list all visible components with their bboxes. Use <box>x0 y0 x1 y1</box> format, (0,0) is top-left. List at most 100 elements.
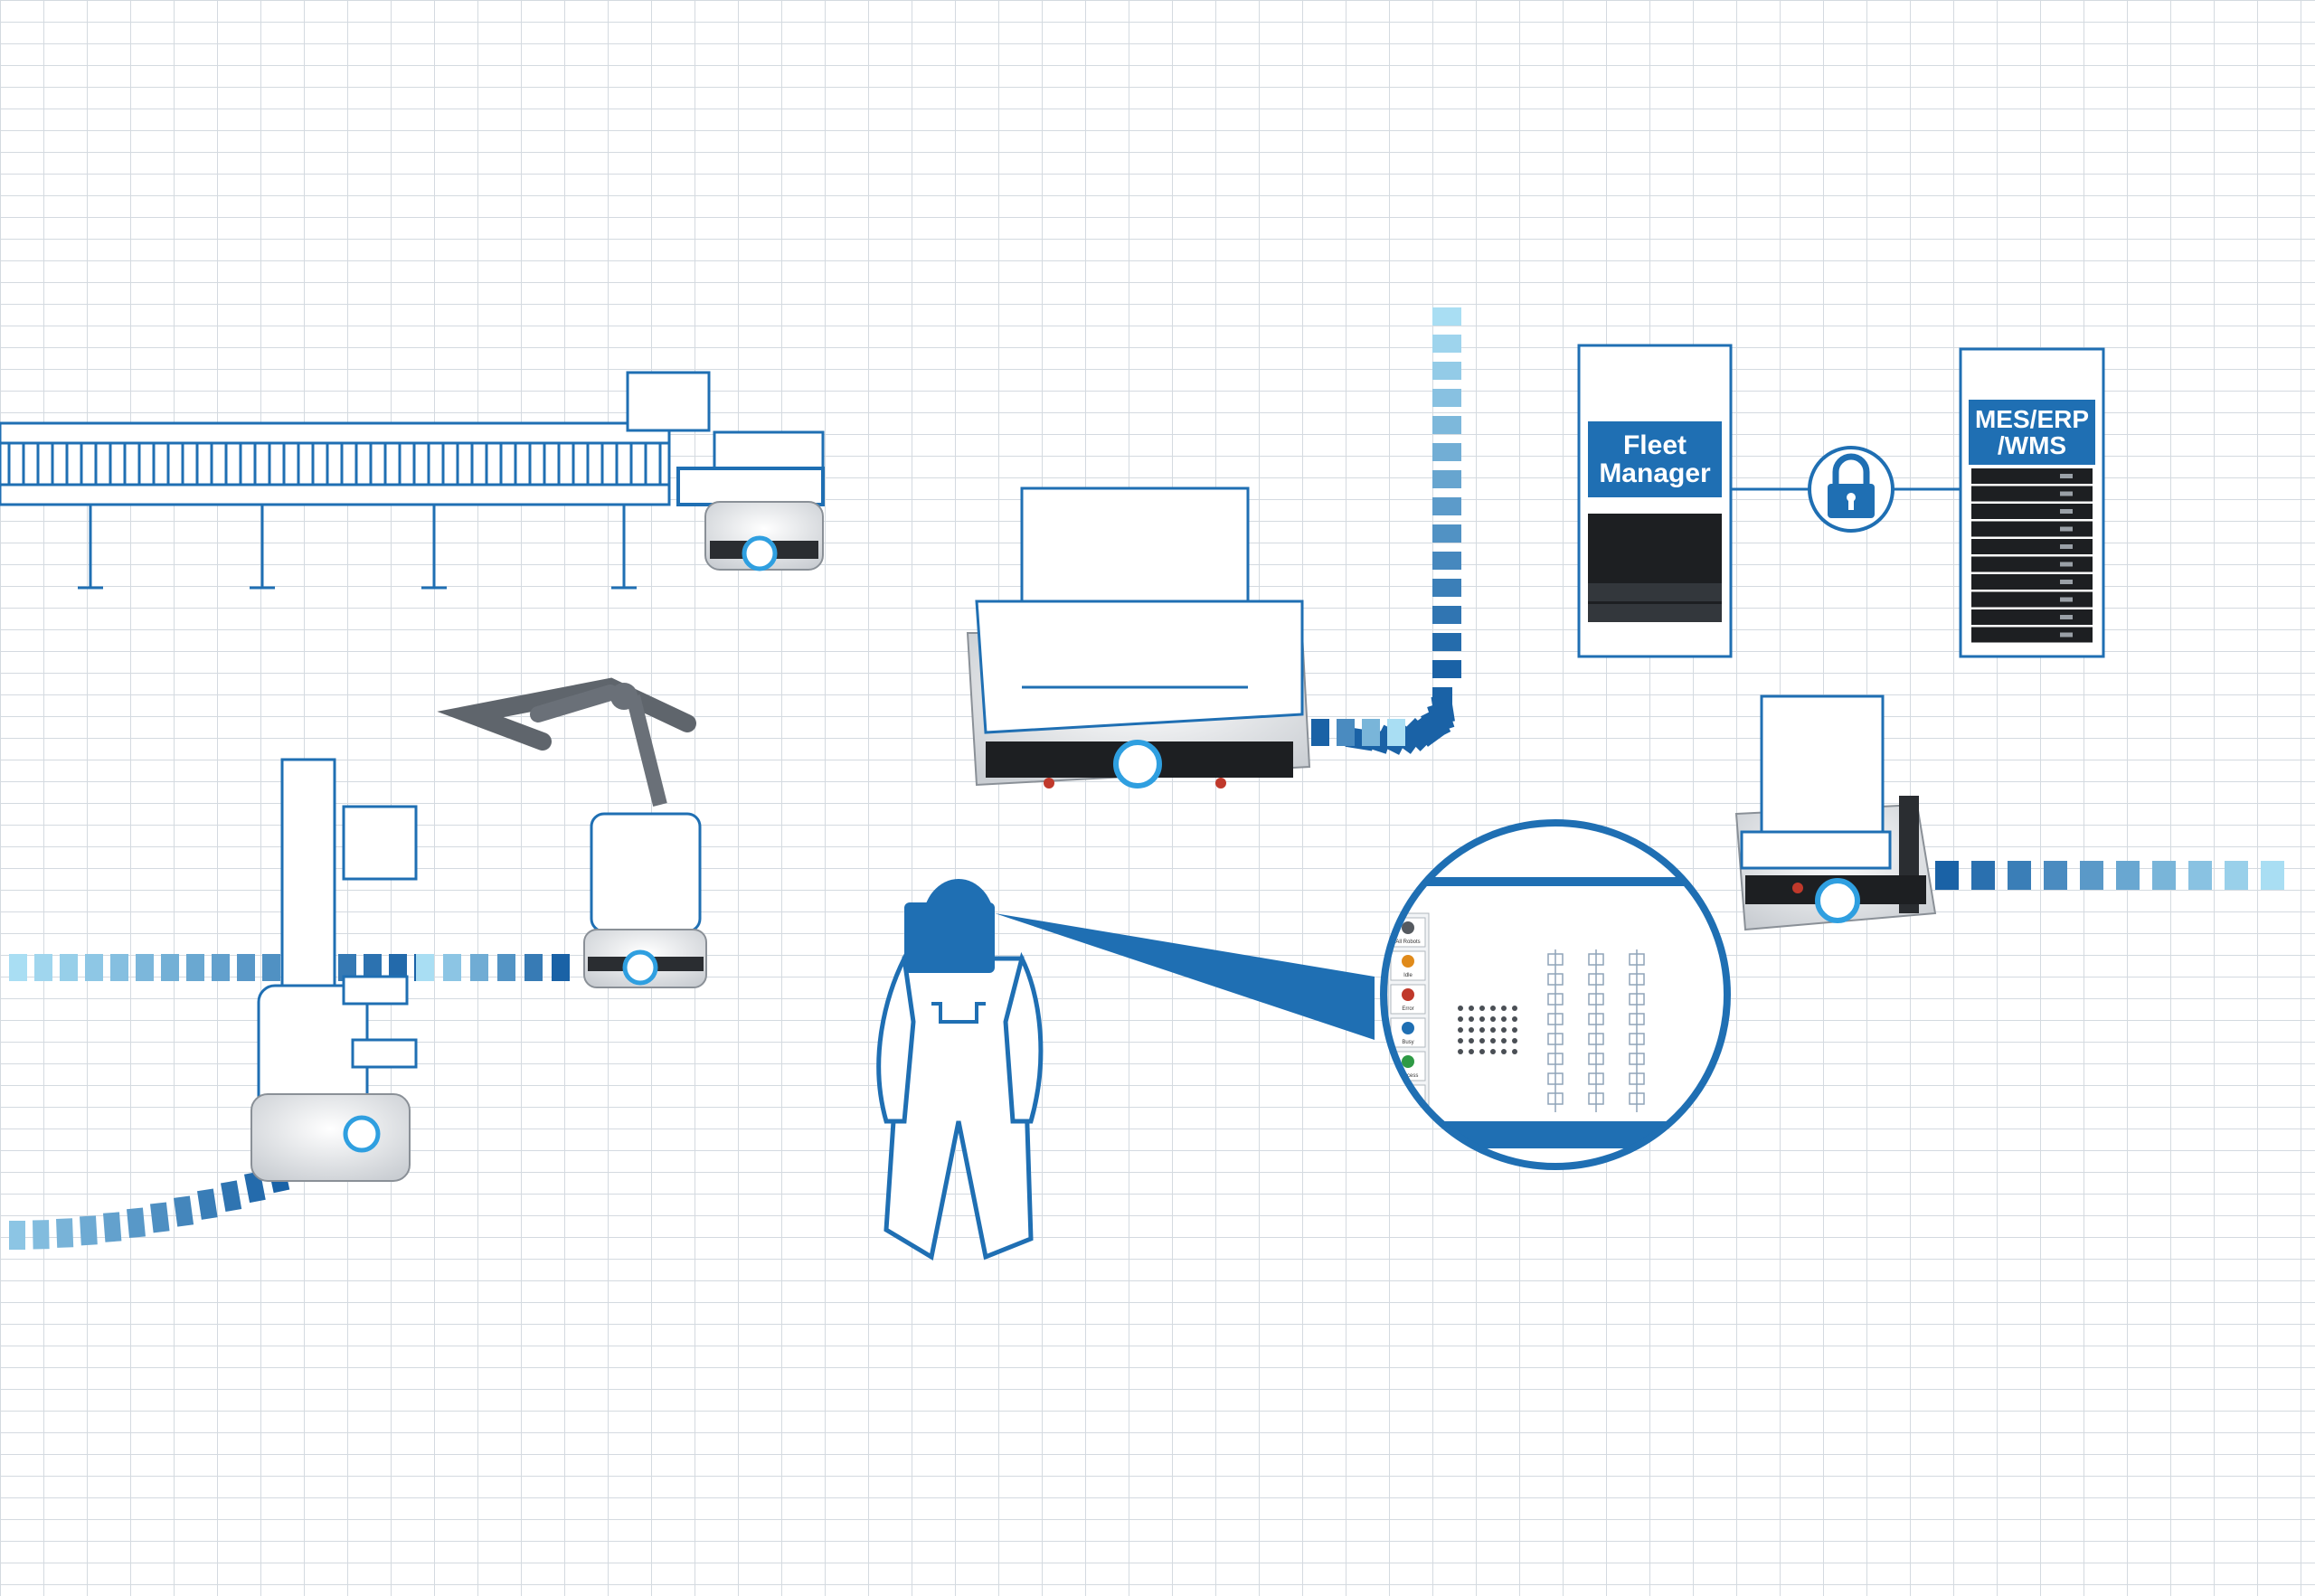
tablet-map-slot <box>1588 1033 1604 1045</box>
path-dash <box>1432 606 1461 624</box>
tablet-map-dot <box>1469 1016 1474 1022</box>
server-rack-unit <box>1971 627 2093 643</box>
fleet-manager-label-line1: Fleet <box>1622 430 1687 460</box>
path-dash <box>32 1220 50 1250</box>
path-dash <box>2152 861 2176 890</box>
path-dash <box>2008 861 2031 890</box>
path-dash <box>1432 633 1461 651</box>
tablet-map-slot <box>1629 1072 1645 1085</box>
path-dash <box>150 1202 170 1233</box>
tablet-map-dot <box>1458 1027 1463 1033</box>
tablet-map-dot <box>1479 1027 1485 1033</box>
server-rack-led <box>2060 509 2073 514</box>
path-dash <box>1412 713 1444 747</box>
robot-arm-base <box>583 812 707 988</box>
path-dash <box>552 954 570 981</box>
server-rack-led <box>2060 615 2073 619</box>
server-rack-unit <box>1971 574 2093 590</box>
tablet-map-dot <box>1458 1016 1463 1022</box>
tablet-map-dot <box>1512 1049 1517 1054</box>
server-rack-led <box>2060 474 2073 478</box>
tablet-map-slot <box>1588 1053 1604 1065</box>
tablet-map-slot <box>1629 1053 1645 1065</box>
path-dash <box>85 954 103 981</box>
path-dash <box>2225 861 2248 890</box>
tablet-zoom-circle: All RobotsIdleErrorBusySuccessUnavailabl… <box>1380 819 1731 1170</box>
tablet-map-slot <box>1547 993 1564 1006</box>
tablet-map-dot <box>1479 1016 1485 1022</box>
path-dash <box>1432 362 1461 380</box>
amr-cart-right <box>1734 694 1937 931</box>
conveyor <box>0 371 825 590</box>
path-dash <box>1432 660 1461 678</box>
status-button-icon <box>1402 955 1414 968</box>
tablet-map-slot <box>1629 1033 1645 1045</box>
path-dash <box>470 954 488 981</box>
server-rack-unit <box>1971 539 2093 554</box>
path-dash <box>80 1215 98 1246</box>
status-button-icon <box>1402 1022 1414 1034</box>
path-dash <box>1432 307 1461 326</box>
mes-erp-wms-label-line2: /WMS <box>1997 431 2067 459</box>
lock-icon <box>1828 453 1875 518</box>
tablet-zoom-beam <box>995 913 1375 1040</box>
path-dash <box>262 954 280 981</box>
server-rack-unit <box>1971 468 2093 484</box>
status-button-label: Busy <box>1402 1040 1413 1045</box>
tablet-map-slot <box>1547 1072 1564 1085</box>
server-rack-led <box>2060 491 2073 496</box>
tablet-map-slot <box>1588 993 1604 1006</box>
server-rack-unit <box>1971 609 2093 625</box>
path-dash <box>237 954 255 981</box>
tablet-map-slot <box>1547 1053 1564 1065</box>
tablet-map-slot <box>1588 1072 1604 1085</box>
tablet-map-dot <box>1512 1027 1517 1033</box>
server-rack-unit <box>1971 486 2093 502</box>
tablet-map-dot <box>1479 1038 1485 1044</box>
tablet-map-dot <box>1512 1006 1517 1011</box>
server-rack-unit <box>1971 504 2093 519</box>
tablet-map-dot <box>1479 1049 1485 1054</box>
tablet-map-dot <box>1469 1038 1474 1044</box>
status-button-icon <box>1402 921 1414 934</box>
tablet-map-dot <box>1501 1016 1507 1022</box>
tablet-map-slot <box>1547 973 1564 986</box>
path-dash <box>2080 861 2103 890</box>
tablet-map-dot <box>1512 1016 1517 1022</box>
tablet-map-slot <box>1588 953 1604 966</box>
status-button-icon <box>1402 988 1414 1001</box>
path-dash <box>212 954 230 981</box>
path-dash <box>389 954 407 981</box>
tablet-map-slot <box>1588 1092 1604 1105</box>
path-dash <box>56 1218 74 1248</box>
tablet-map-dot <box>1501 1038 1507 1044</box>
tablet-map-dot <box>1490 1006 1496 1011</box>
path-dash <box>221 1180 242 1213</box>
path-dash <box>1311 719 1329 746</box>
server-rack-led <box>2060 632 2073 637</box>
path-dash <box>1432 497 1461 515</box>
tablet-map-slot <box>1547 953 1564 966</box>
path-dash <box>1971 861 1995 890</box>
path-dash <box>2188 861 2212 890</box>
fleet-manager-label: Fleet Manager <box>1588 421 1722 497</box>
path-dash <box>2044 861 2067 890</box>
mes-erp-wms-server <box>1959 347 2105 658</box>
server-rack-led <box>2060 597 2073 602</box>
path-dash <box>60 954 78 981</box>
server-rack-unit <box>1971 521 2093 537</box>
server-rack-led <box>2060 544 2073 549</box>
tablet-map-slot <box>1629 993 1645 1006</box>
path-dash <box>1432 470 1461 488</box>
tablet-map-slot <box>1547 1033 1564 1045</box>
path-dash <box>338 954 356 981</box>
status-button-label: All Robots <box>1395 940 1420 945</box>
path-dash <box>34 954 52 981</box>
amr-lift-column <box>250 758 418 1182</box>
person-with-tablet <box>876 879 1044 1261</box>
server-rack-led <box>2060 562 2073 567</box>
secure-connection <box>1731 446 1961 533</box>
server-rack-led <box>2060 526 2073 532</box>
tablet-map-dot <box>1469 1006 1474 1011</box>
tablet-map-dot <box>1512 1038 1517 1044</box>
